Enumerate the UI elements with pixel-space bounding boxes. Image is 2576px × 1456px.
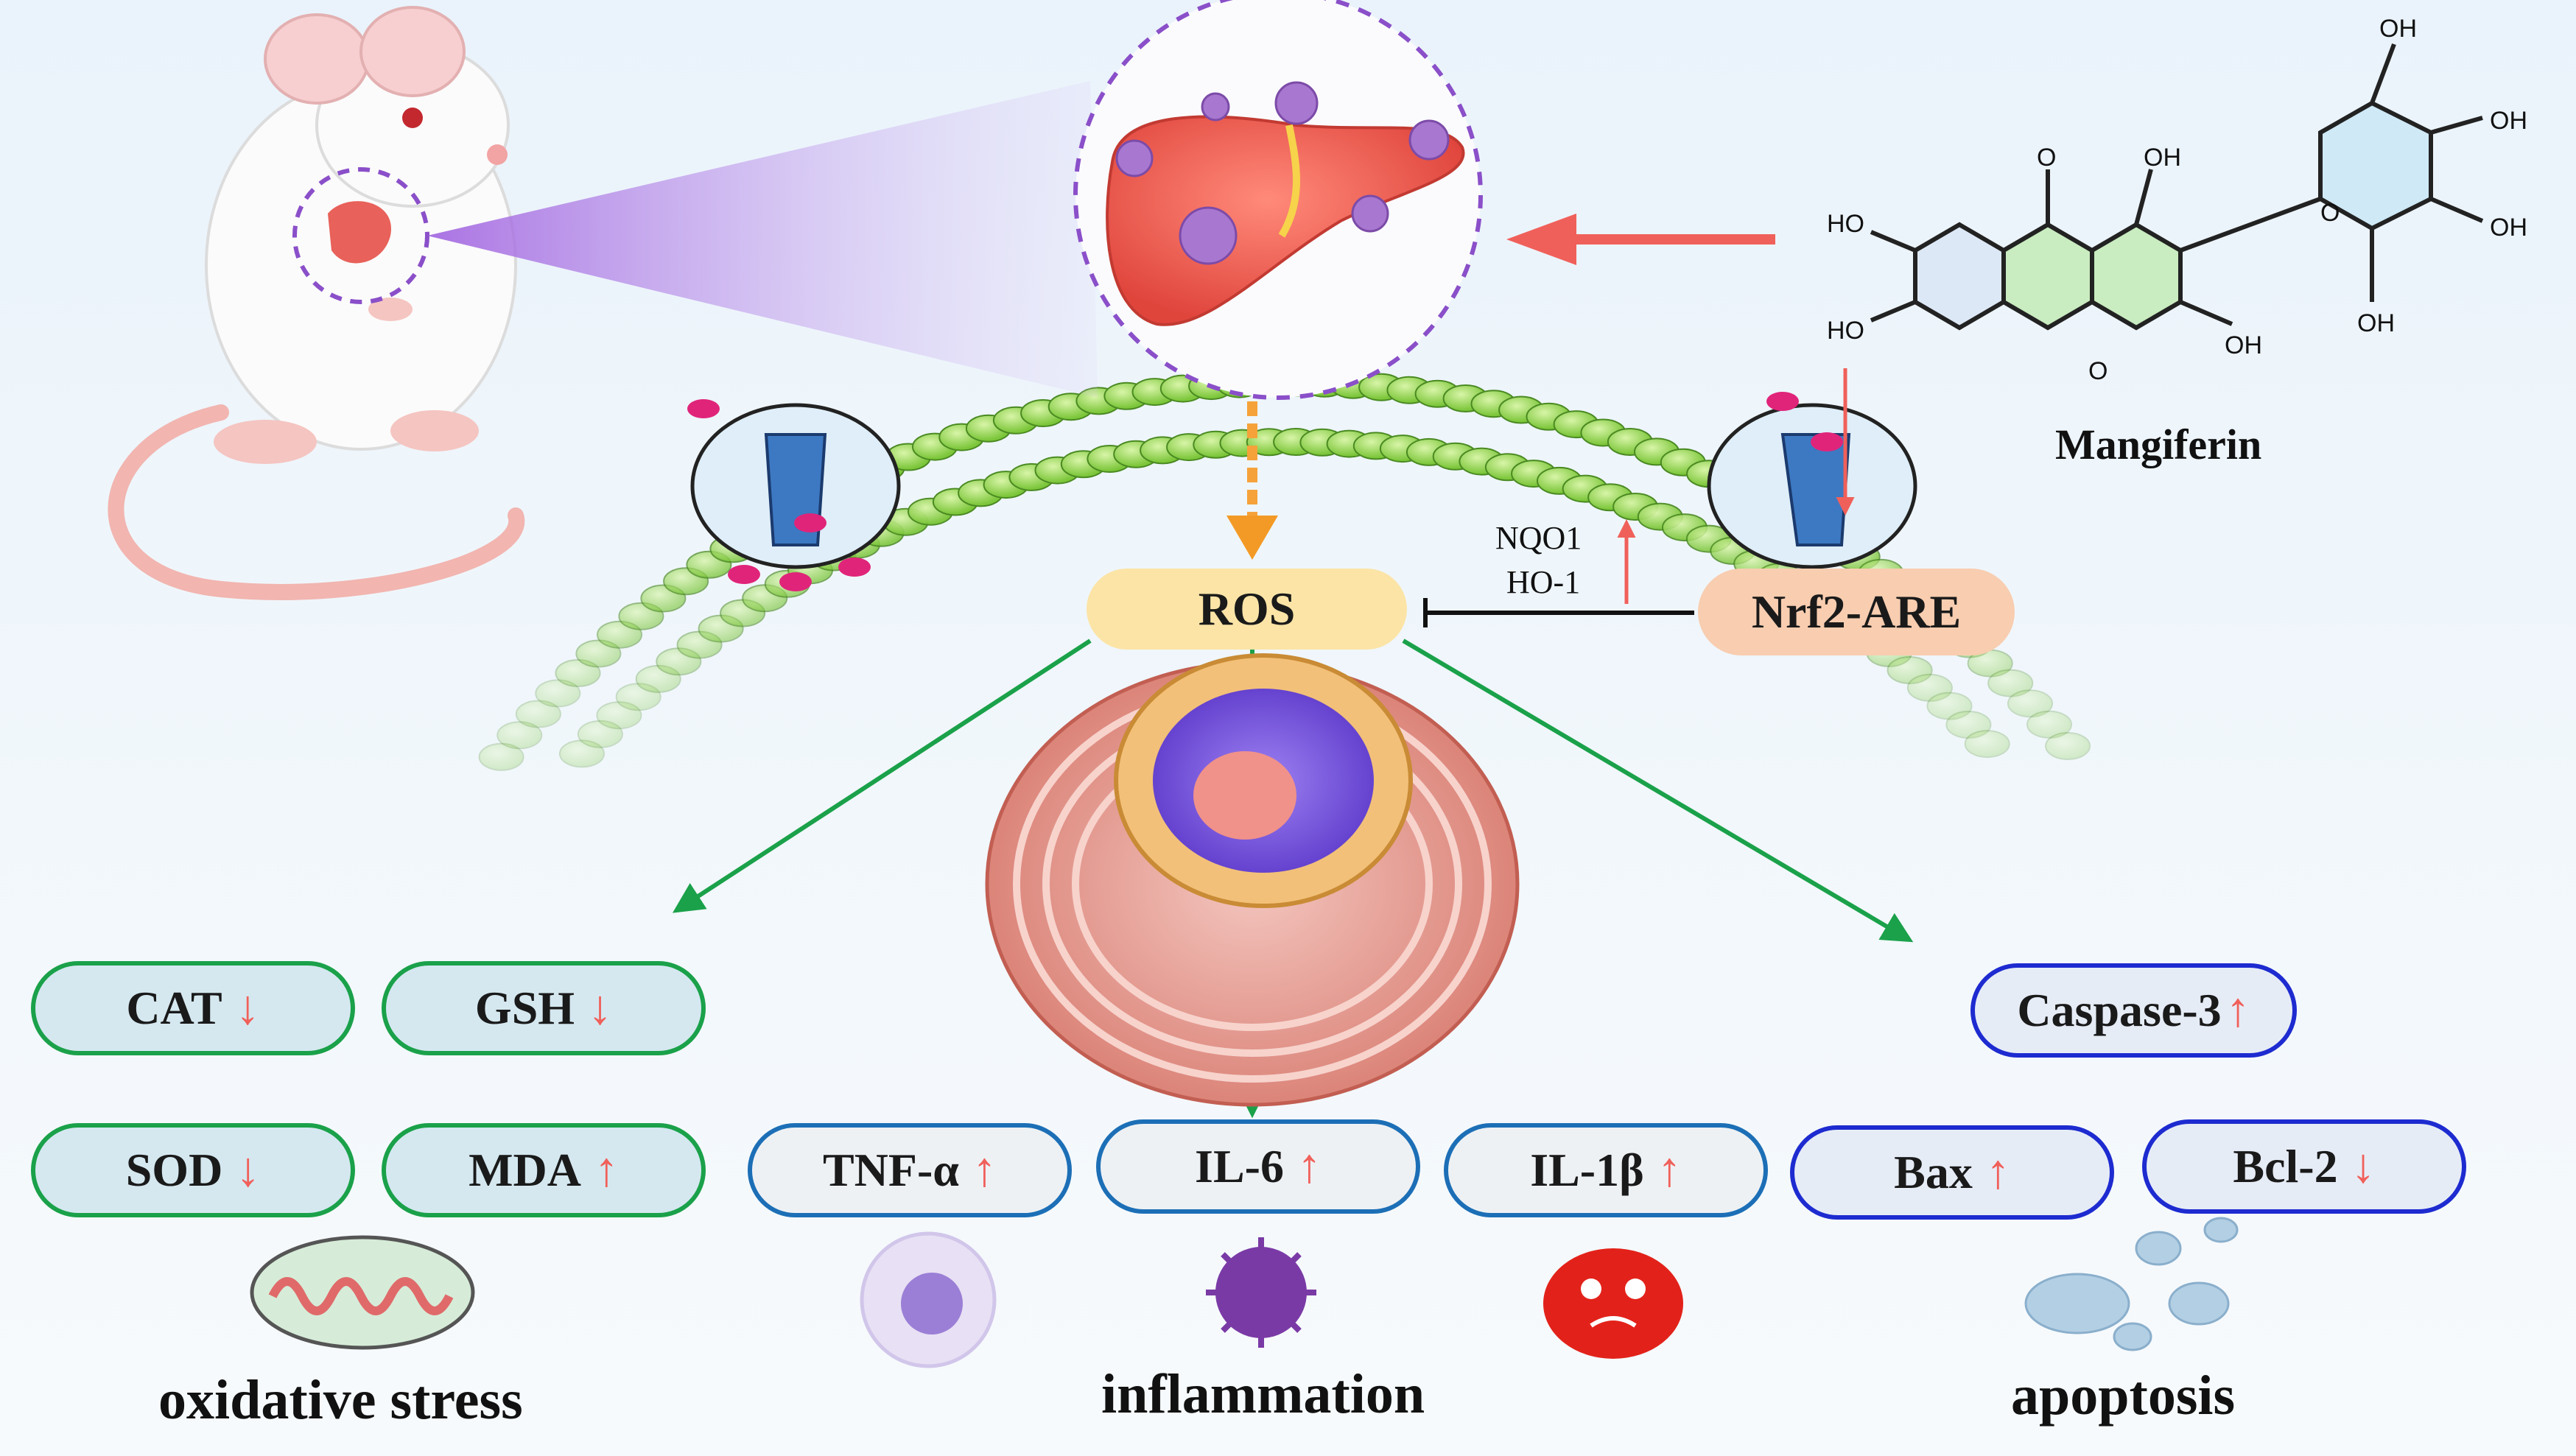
liver-to-ros-arrow xyxy=(1226,401,1278,560)
marker-mda: MDA ↑ xyxy=(382,1123,706,1217)
apoptotic-cell-fragments-icon xyxy=(2024,1217,2239,1351)
apoptosis-title: apoptosis xyxy=(2011,1365,2236,1427)
lipid-head xyxy=(2026,710,2072,739)
atom-label: O xyxy=(2320,199,2340,227)
arrow-up-icon: ↑ xyxy=(1296,1139,1322,1193)
marker-mda-label: MDA xyxy=(468,1144,581,1196)
marker-gsh: GSH ↓ xyxy=(382,961,706,1055)
lipid-head xyxy=(535,679,581,708)
marker-bax-label: Bax xyxy=(1894,1146,1973,1198)
atom-label: O xyxy=(2037,144,2056,172)
atom-label: OH xyxy=(2379,15,2417,43)
marker-caspase-3: Caspase-3 ↑ xyxy=(1970,963,2297,1058)
arrow-up-icon: ↑ xyxy=(1985,1145,2010,1199)
membrane-transporter-left xyxy=(687,399,901,591)
marker-tnf-alpha-label: TNF-α xyxy=(822,1144,960,1196)
angry-cell-icon xyxy=(1543,1248,1683,1359)
lipid-head xyxy=(1964,730,2010,759)
nrf2-are-label: Nrf2-ARE xyxy=(1751,585,1962,638)
nrf2-are-node: Nrf2-ARE xyxy=(1698,569,2015,655)
atom-label: HO xyxy=(1827,317,1864,345)
ros-node: ROS xyxy=(1087,569,1407,650)
oxidative-stress-title: oxidative stress xyxy=(158,1369,523,1431)
infected-liver-illustration xyxy=(1073,0,1483,400)
marker-caspase-3-label: Caspase-3 xyxy=(2017,984,2222,1036)
atom-label: OH xyxy=(2357,309,2395,337)
marker-gsh-label: GSH xyxy=(474,982,575,1034)
atom-label: HO xyxy=(1827,210,1864,238)
atom-label: O xyxy=(2088,357,2108,385)
arrow-up-icon: ↑ xyxy=(2225,983,2250,1037)
nqo1-label: NQO1 xyxy=(1495,520,1582,556)
marker-bax: Bax ↑ xyxy=(1790,1125,2114,1220)
marker-sod: SOD ↓ xyxy=(31,1123,355,1217)
ros-to-oxidative-arrow xyxy=(672,639,1092,913)
mangiferin-to-liver-arrow xyxy=(1506,214,1775,265)
marker-bcl-2-label: Bcl-2 xyxy=(2233,1140,2338,1192)
atom-label: OH xyxy=(2490,107,2527,135)
arrow-down-icon: ↓ xyxy=(2351,1139,2376,1193)
lipid-head xyxy=(496,721,543,750)
membrane-transporter-right xyxy=(1707,392,1917,569)
cell-nucleus-er-illustration xyxy=(985,653,1520,1107)
marker-il-1-beta-label: IL-1β xyxy=(1530,1144,1644,1196)
lipid-head xyxy=(2045,732,2091,760)
atom-label: OH xyxy=(2490,214,2527,242)
lipid-head xyxy=(555,659,601,687)
ho1-label: HO-1 xyxy=(1506,564,1581,600)
immune-cell-icon xyxy=(860,1231,997,1368)
ros-to-apoptosis-arrow xyxy=(1402,639,1914,943)
marker-cat: CAT ↓ xyxy=(31,961,355,1055)
inflammation-title: inflammation xyxy=(1101,1363,1425,1425)
marker-cat-label: CAT xyxy=(126,982,222,1034)
mangiferin-label: Mangiferin xyxy=(2055,421,2262,468)
mouse-illustration xyxy=(108,6,525,600)
arrow-up-icon: ↑ xyxy=(594,1143,619,1197)
zoom-beam xyxy=(427,81,1098,398)
arrow-down-icon: ↓ xyxy=(236,1143,261,1197)
mitochondria-icon xyxy=(250,1235,475,1350)
arrow-up-icon: ↑ xyxy=(1657,1143,1682,1197)
nrf2-inhibits-ros xyxy=(1423,598,1694,627)
virus-icon xyxy=(1206,1237,1316,1348)
marker-il-6: IL-6 ↑ xyxy=(1096,1119,1420,1214)
arrow-down-icon: ↓ xyxy=(588,981,613,1035)
atom-label: OH xyxy=(2225,331,2262,359)
marker-il-6-label: IL-6 xyxy=(1195,1140,1284,1192)
marker-bcl-2: Bcl-2 ↓ xyxy=(2142,1119,2466,1214)
lipid-head xyxy=(2007,689,2053,718)
lipid-head xyxy=(478,742,524,771)
arrow-down-icon: ↓ xyxy=(235,981,260,1035)
lipid-head xyxy=(1987,669,2034,697)
ros-label: ROS xyxy=(1198,583,1296,635)
lipid-head xyxy=(575,639,622,668)
atom-label: OH xyxy=(2144,144,2181,172)
marker-sod-label: SOD xyxy=(125,1144,223,1196)
marker-il-1-beta: IL-1β ↑ xyxy=(1444,1123,1768,1217)
lipid-head xyxy=(515,700,561,728)
arrow-up-icon: ↑ xyxy=(972,1143,997,1197)
marker-tnf-alpha: TNF-α ↑ xyxy=(748,1123,1072,1217)
mangiferin-structure xyxy=(1870,43,2484,331)
